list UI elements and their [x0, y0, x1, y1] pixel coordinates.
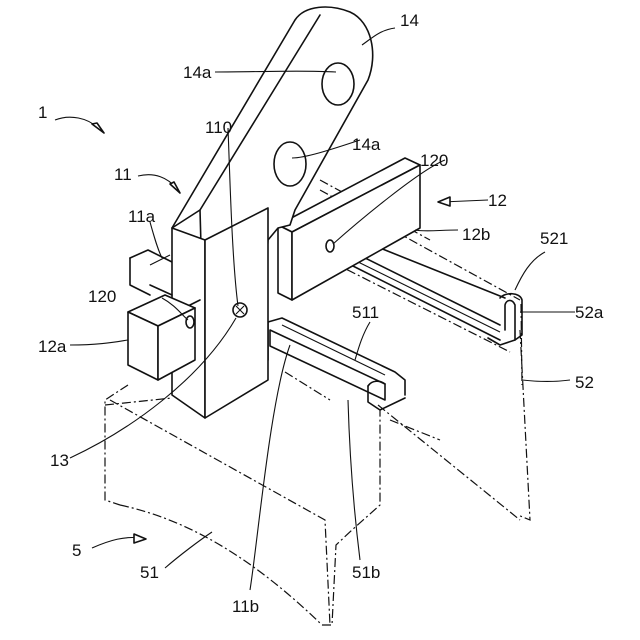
label-holder-face-11b: 11b — [232, 597, 259, 616]
label-edge-52a: 52a — [575, 303, 604, 322]
label-device-1: 1 — [38, 103, 47, 122]
label-hole-14a-lower: 14a — [352, 135, 381, 154]
label-screw-13: 13 — [50, 451, 69, 470]
label-rail-end-12a: 12a — [38, 337, 67, 356]
label-hole-120-right: 120 — [420, 151, 448, 170]
label-screw-hole-110: 110 — [205, 118, 232, 137]
panel-51-outline — [105, 372, 440, 625]
label-flange-511: 511 — [352, 303, 379, 322]
label-panel-51: 51 — [140, 563, 159, 582]
label-hole-120-left: 120 — [88, 287, 116, 306]
label-rail-member-12: 12 — [488, 191, 507, 210]
label-flange-521: 521 — [540, 229, 568, 248]
label-panel-52: 52 — [575, 373, 594, 392]
front-rail — [268, 318, 405, 410]
label-holder-face-11a: 11a — [128, 207, 156, 226]
label-edge-51b: 51b — [352, 563, 380, 582]
label-panel-group-5: 5 — [72, 541, 81, 560]
label-plate-14: 14 — [400, 11, 419, 30]
label-hole-14a-upper: 14a — [183, 63, 212, 82]
label-rail-end-12b: 12b — [462, 225, 490, 244]
label-holder-11: 11 — [114, 165, 132, 184]
